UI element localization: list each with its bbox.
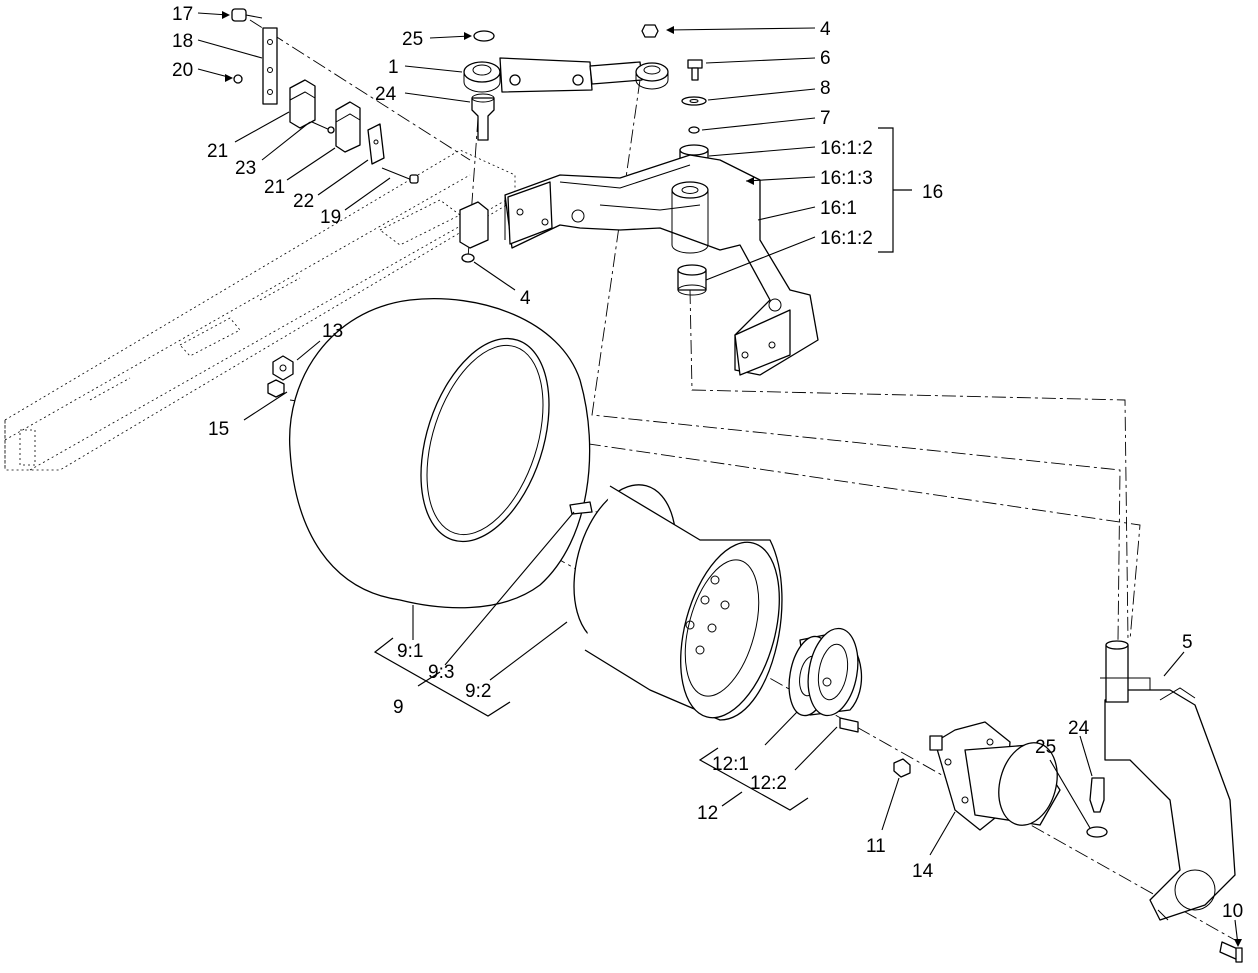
valve-stem-9-3 <box>569 501 593 515</box>
fitting-24 <box>471 93 495 141</box>
callout-16-1: 16:1 <box>820 198 857 219</box>
callout-24b: 24 <box>1068 718 1090 739</box>
callout-16: 16 <box>922 182 943 203</box>
stud-12-2 <box>839 717 859 733</box>
washer-8 <box>681 96 707 106</box>
callout-14: 14 <box>912 861 934 882</box>
nut-4a <box>641 24 659 38</box>
callout-labels: 17 18 20 21 23 21 22 19 25 1 24 4 6 8 7 … <box>172 4 1243 922</box>
callout-16-1-2a: 16:1:2 <box>820 138 873 159</box>
bolt-19 <box>381 167 419 184</box>
plate-18 <box>262 27 278 105</box>
pin-23 <box>311 121 335 134</box>
callout-13: 13 <box>322 321 343 342</box>
arrowheads <box>222 11 1242 947</box>
callout-23: 23 <box>235 158 256 179</box>
steering-cylinder <box>463 57 669 93</box>
callout-12: 12 <box>697 803 718 824</box>
callout-19: 19 <box>320 207 341 228</box>
callout-11: 11 <box>866 836 886 857</box>
bolt-6 <box>687 59 703 81</box>
oring-25 <box>473 30 495 42</box>
callout-20: 20 <box>172 60 193 81</box>
wheel-hub-12-1 <box>788 627 863 717</box>
frame-rail <box>4 149 516 471</box>
nut-11 <box>893 758 911 778</box>
callout-4a: 4 <box>820 19 831 40</box>
callout-24a: 24 <box>375 84 397 105</box>
callout-12-2: 12:2 <box>750 773 787 794</box>
mount-bracket-group <box>231 8 419 184</box>
wheel-motor-14 <box>929 721 1061 831</box>
callout-22: 22 <box>293 191 314 212</box>
callout-18: 18 <box>172 31 193 52</box>
callout-12-1: 12:1 <box>712 754 749 775</box>
ring-7 <box>688 126 700 134</box>
callout-9-2: 9:2 <box>465 681 491 702</box>
callout-9-3: 9:3 <box>428 662 454 683</box>
callout-17: 17 <box>172 4 193 25</box>
nut-15 <box>267 379 285 398</box>
callout-16-1-3: 16:1:3 <box>820 168 873 189</box>
callout-15: 15 <box>208 419 229 440</box>
callout-4b: 4 <box>520 288 531 309</box>
steering-arm-16-1 <box>504 154 819 376</box>
fitting-24b <box>1089 777 1105 813</box>
callout-16-1-2b: 16:1:2 <box>820 228 873 249</box>
pivot-block-4b <box>459 201 489 263</box>
group-brackets <box>373 127 912 811</box>
callout-5: 5 <box>1182 632 1193 653</box>
callout-6: 6 <box>820 48 831 69</box>
caster-fork-5 <box>1100 640 1236 921</box>
plate-22 <box>367 123 385 165</box>
callout-25b: 25 <box>1035 737 1056 758</box>
callout-8: 8 <box>820 78 831 99</box>
clamp-21a <box>289 79 316 129</box>
callout-9-1: 9:1 <box>397 641 423 662</box>
callout-9: 9 <box>393 697 404 718</box>
callout-7: 7 <box>820 108 831 129</box>
bolt-17 <box>231 8 263 22</box>
callout-1: 1 <box>388 57 399 78</box>
ring-25b <box>1086 826 1108 838</box>
wheel-rim-9-2 <box>573 484 783 721</box>
callout-21a: 21 <box>207 141 228 162</box>
bushing-16-1-2b <box>677 264 707 296</box>
nut-20 <box>233 74 243 84</box>
clamp-21b <box>335 101 361 153</box>
callout-25a: 25 <box>402 29 423 50</box>
nut-13 <box>272 355 294 381</box>
callout-10: 10 <box>1222 901 1243 922</box>
tire-9-1 <box>288 298 591 609</box>
bolt-10 <box>1219 941 1243 963</box>
callout-21b: 21 <box>264 177 285 198</box>
